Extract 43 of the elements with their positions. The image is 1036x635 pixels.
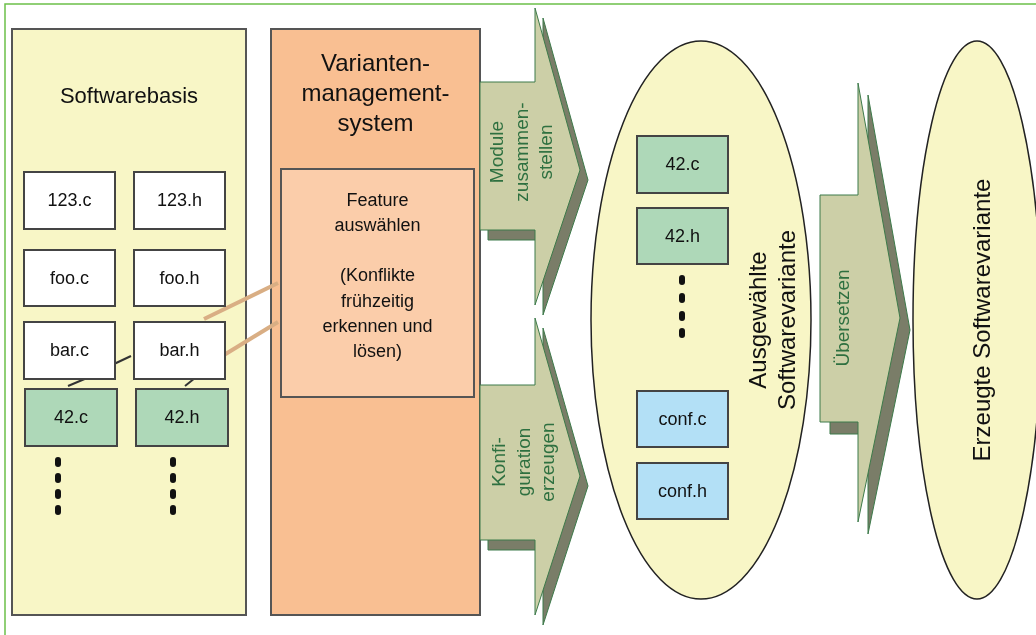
file-name: conf.h <box>657 480 707 502</box>
file-box <box>24 388 118 447</box>
block-arrow <box>478 317 589 627</box>
process-box <box>280 168 475 398</box>
file-name: 42.c <box>665 154 700 175</box>
file-name: 42.h <box>664 225 700 247</box>
file-box <box>23 321 116 380</box>
panel-title: Softwarebasis <box>58 82 200 110</box>
file-name: 123.h <box>156 190 202 211</box>
file-name: 42.c <box>54 407 88 428</box>
block-arrow <box>818 81 911 536</box>
file-box <box>636 135 729 194</box>
block-arrow <box>478 6 589 316</box>
panel <box>11 28 247 616</box>
file-name: foo.h <box>159 267 200 289</box>
file-box <box>636 207 729 265</box>
file-box <box>133 171 226 230</box>
panel <box>270 28 481 616</box>
file-name: conf.c <box>658 408 707 430</box>
file-box <box>133 321 226 380</box>
ellipse-label: Ausgewählte Softwarevariante <box>744 228 801 413</box>
connector-line <box>113 355 132 365</box>
arrow-label: Konfi- guration erzeugen <box>486 421 560 504</box>
feature-label: Feature auswählen <box>333 189 422 238</box>
file-name: bar.c <box>50 340 89 361</box>
connector-line <box>203 281 279 321</box>
panel-title: Varianten- management- system <box>300 48 451 138</box>
file-box <box>636 462 729 520</box>
arrow-label: Module zusammen- stellen <box>484 101 558 204</box>
file-name: foo.c <box>50 267 89 289</box>
file-box <box>133 249 226 307</box>
file-name: bar.h <box>159 340 200 361</box>
file-box <box>135 388 229 447</box>
file-name: 123.c <box>47 190 92 211</box>
note-text: (Konflikte frühzeitig erkennen und lösen) <box>321 264 434 363</box>
file-box <box>636 390 729 448</box>
ellipse <box>590 40 812 600</box>
arrow-label: Übersetzen <box>830 269 854 367</box>
file-box <box>23 171 116 230</box>
file-name: 42.h <box>164 407 200 428</box>
connector-line <box>184 377 196 387</box>
file-box <box>23 249 116 307</box>
ellipse-label: Erzeugte Softwarevariante <box>967 178 996 462</box>
